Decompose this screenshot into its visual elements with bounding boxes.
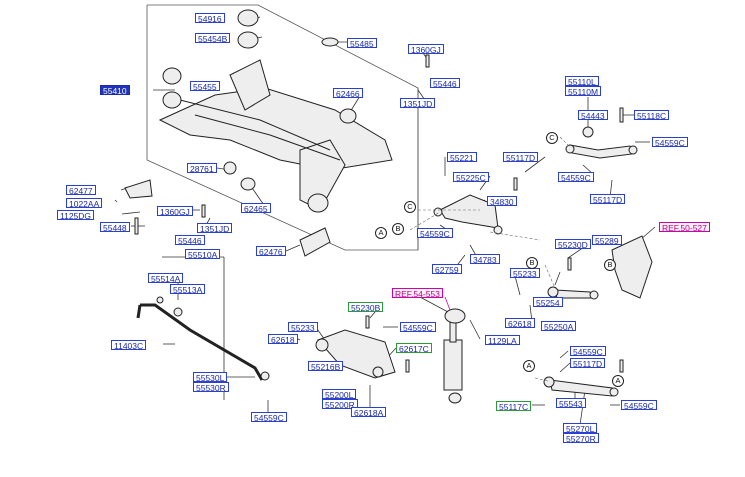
part-label[interactable]: 1351JD [400, 98, 436, 109]
part-label[interactable]: 28761 [187, 163, 217, 174]
part-label[interactable]: 55254 [533, 297, 563, 308]
part-label[interactable]: 55270R [563, 433, 599, 444]
part-label[interactable]: 55485 [347, 38, 377, 49]
part-label[interactable]: 55530L [193, 372, 228, 383]
part-label[interactable]: 55454B [195, 33, 231, 44]
part-label[interactable]: 55410 [100, 85, 130, 96]
part-label[interactable]: 55510A [185, 249, 221, 260]
part-label[interactable]: 55117C [496, 401, 532, 412]
part-label[interactable]: 62618 [505, 318, 535, 329]
part-label[interactable]: 1022AA [66, 198, 103, 209]
callout-marker: B [604, 259, 616, 271]
ref-label[interactable]: REF.50-527 [659, 222, 710, 233]
part-label[interactable]: 55530R [193, 382, 229, 393]
ref-label[interactable]: REF.54-553 [392, 288, 443, 299]
part-label[interactable]: 55221 [447, 152, 477, 163]
callout-marker: C [404, 201, 416, 213]
part-label[interactable]: 54559C [251, 412, 287, 423]
part-label[interactable]: 1125DG [57, 210, 95, 221]
part-label[interactable]: 55233 [510, 268, 540, 279]
part-label[interactable]: 1129LA [485, 335, 520, 346]
part-label[interactable]: 11403C [111, 340, 147, 351]
callout-marker: A [523, 360, 535, 372]
part-label[interactable]: 55110L [565, 76, 599, 87]
part-label[interactable]: 55225C [453, 172, 489, 183]
part-label[interactable]: 55446 [175, 235, 205, 246]
callout-marker: A [612, 375, 624, 387]
part-label[interactable]: 54559C [621, 400, 657, 411]
part-label[interactable]: 55118C [634, 110, 670, 121]
part-label[interactable]: 54559C [652, 137, 688, 148]
part-label[interactable]: 62618A [351, 407, 387, 418]
part-label[interactable]: 55514A [148, 273, 184, 284]
part-label[interactable]: 55200R [322, 399, 358, 410]
part-label[interactable]: 34830 [487, 196, 517, 207]
part-label[interactable]: 55117D [590, 194, 626, 205]
part-label[interactable]: 55455 [190, 81, 220, 92]
part-label[interactable]: 55216B [308, 361, 344, 372]
part-label[interactable]: 54559C [400, 322, 436, 333]
part-label[interactable]: 55117D [503, 152, 539, 163]
part-label[interactable]: 54559C [570, 346, 606, 357]
part-label[interactable]: 55446 [430, 78, 460, 89]
part-label[interactable]: 34783 [470, 254, 500, 265]
part-label[interactable]: 54443 [578, 110, 608, 121]
callout-marker: A [375, 227, 387, 239]
part-label[interactable]: 62477 [66, 185, 96, 196]
part-label[interactable]: 55543 [556, 398, 586, 409]
part-label[interactable]: 54559C [417, 228, 453, 239]
part-label[interactable]: 1360GJ [157, 206, 193, 217]
part-label[interactable]: 62617C [396, 343, 432, 354]
part-label[interactable]: 55230D [555, 239, 591, 250]
part-label[interactable]: 62618 [268, 334, 298, 345]
part-label[interactable]: 55270L [563, 423, 598, 434]
part-label[interactable]: 54559C [558, 172, 594, 183]
part-label[interactable]: 55200L [322, 389, 357, 400]
part-label[interactable]: 62476 [256, 246, 286, 257]
part-label[interactable]: 55289 [592, 235, 622, 246]
part-label[interactable]: 55250A [541, 321, 577, 332]
part-label[interactable]: 62466 [333, 88, 363, 99]
part-label[interactable]: 55230B [348, 302, 384, 313]
part-label[interactable]: 55233 [288, 322, 318, 333]
callout-marker: B [392, 223, 404, 235]
part-label[interactable]: 54916 [195, 13, 225, 24]
part-label[interactable]: 62465 [241, 203, 271, 214]
part-label[interactable]: 62759 [432, 264, 462, 275]
part-label[interactable]: 55110M [565, 86, 602, 97]
callout-marker: B [526, 257, 538, 269]
part-label[interactable]: 55513A [170, 284, 206, 295]
part-label[interactable]: 1360GJ [408, 44, 444, 55]
part-label[interactable]: 1351JD [197, 223, 233, 234]
callout-marker: C [546, 132, 558, 144]
part-label[interactable]: 55448 [100, 222, 130, 233]
part-label[interactable]: 55117D [570, 358, 606, 369]
